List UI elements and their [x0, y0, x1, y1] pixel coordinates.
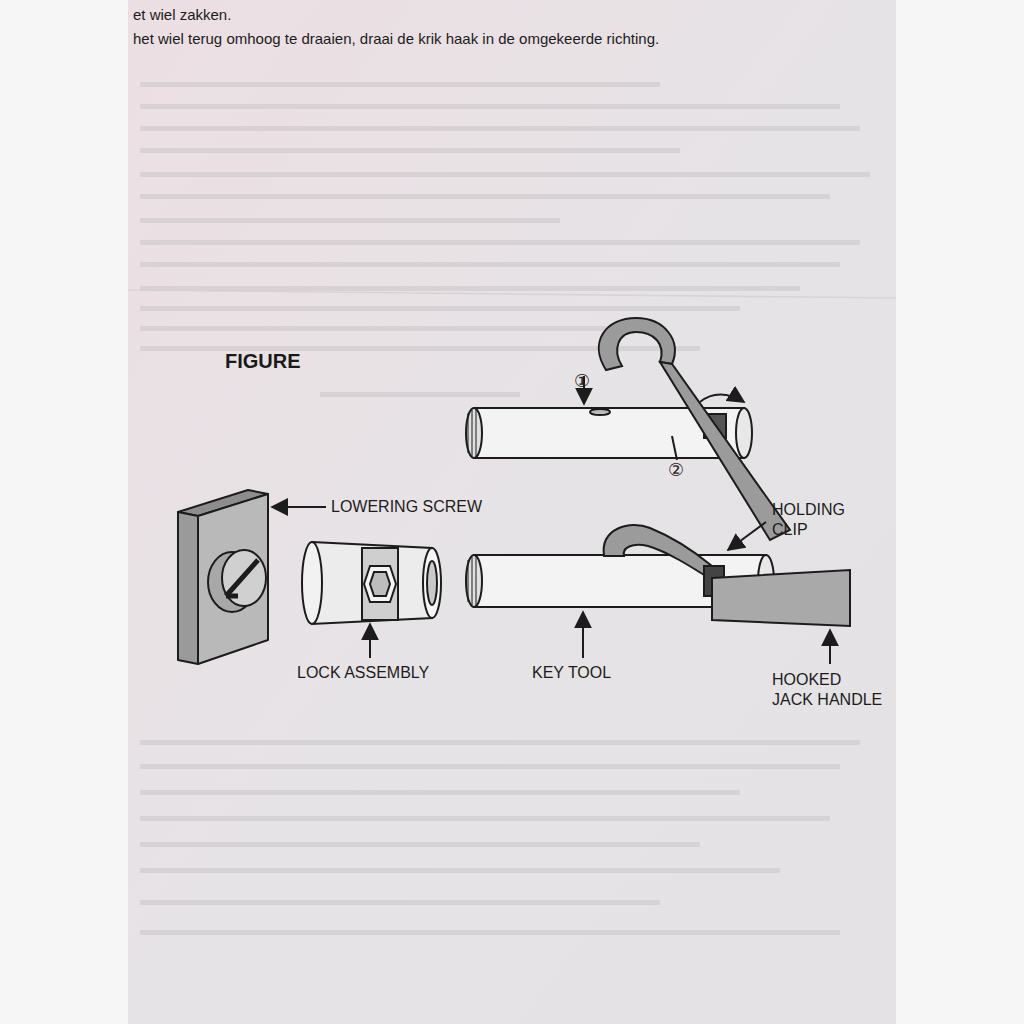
part-name: KEY TOOL	[532, 663, 611, 683]
part-name: HOLDING CLIP	[772, 500, 868, 539]
lock-assembly	[302, 542, 441, 624]
part-name: LOCK ASSEMBLY	[297, 663, 429, 683]
callout-number: ①	[574, 371, 590, 393]
key-tool	[466, 525, 850, 626]
key-tool-upper	[466, 318, 790, 540]
part-name: LOWERING SCREW	[331, 497, 482, 517]
faint-print	[140, 82, 870, 935]
body-text: het wiel terug omhoog te draaien, draai …	[133, 30, 659, 48]
callout-number: ②	[667, 460, 685, 482]
leader-lines	[272, 376, 830, 664]
figure-title: FIGURE	[225, 350, 301, 373]
body-text: et wiel zakken.	[133, 6, 231, 24]
paper-sheet	[128, 0, 896, 1024]
part-name: HOOKED JACK HANDLE	[772, 670, 884, 709]
lowering-screw-plate	[178, 490, 268, 664]
